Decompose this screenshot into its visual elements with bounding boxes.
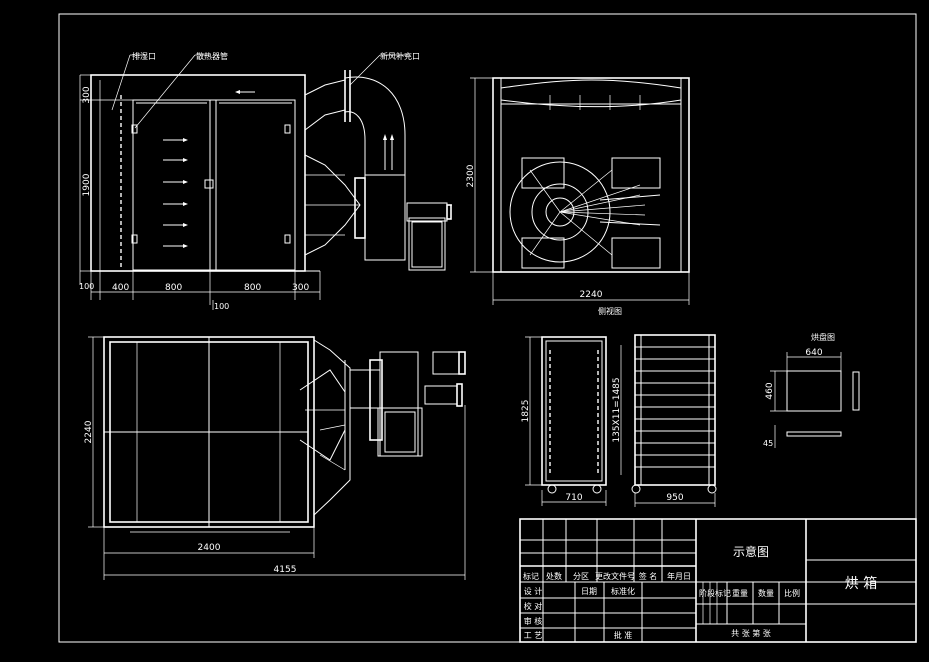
title-block — [519, 518, 917, 643]
dim-4155: 4155 — [274, 565, 297, 575]
tb-approve: 批 准 — [614, 630, 633, 640]
tray-view — [770, 352, 860, 448]
dim-2240-plan: 2240 — [84, 420, 94, 443]
fan-wheel — [509, 157, 661, 269]
tb-design: 设 计 — [524, 586, 543, 596]
dim-1900: 1900 — [82, 173, 92, 196]
tb-process: 工 艺 — [524, 631, 543, 640]
tb-check: 校 对 — [524, 601, 543, 611]
dim-400: 400 — [112, 283, 129, 293]
tray-plan — [786, 370, 842, 412]
dim-2400: 2400 — [198, 543, 221, 553]
tb-qty: 数量 — [758, 588, 774, 598]
dim-640: 640 — [805, 348, 822, 358]
door-frame — [132, 99, 296, 271]
cart-frame — [541, 336, 607, 486]
dim-950: 950 — [666, 493, 683, 503]
tb-standardize: 标准化 — [611, 586, 635, 596]
dim-100-bottom: 100 — [214, 302, 229, 311]
tb-stage-mark: 阶段标记 — [699, 588, 731, 598]
side-view-caption: 侧视图 — [598, 306, 622, 316]
tb-sign: 签 名 — [639, 571, 658, 581]
dim-1825: 1825 — [521, 400, 531, 423]
plan-view — [88, 336, 466, 580]
tb-change-doc: 更改文件号 — [595, 571, 635, 581]
tb-count: 处数 — [546, 571, 562, 581]
drawing-name: 示意图 — [733, 544, 769, 559]
tb-scale: 比例 — [784, 588, 800, 598]
dim-300-right: 300 — [292, 283, 309, 293]
label-heating-pipe: 散热器管 — [196, 51, 228, 61]
tb-date: 年月日 — [667, 571, 691, 581]
dim-2240-side: 2240 — [580, 290, 603, 300]
motor-base — [408, 217, 446, 271]
airflow-arrows — [163, 90, 255, 248]
dim-800-a: 800 — [165, 283, 182, 293]
plan-motor — [424, 385, 458, 405]
cabinet-outline — [90, 74, 306, 272]
front-view — [79, 54, 452, 310]
label-fresh-air-inlet: 新风补充口 — [380, 51, 420, 61]
tray-caption: 烘盘图 — [811, 332, 835, 342]
dim-300-top: 300 — [82, 86, 92, 103]
dim-460: 460 — [765, 382, 775, 399]
cart-view — [525, 334, 717, 507]
dim-2300: 2300 — [466, 164, 476, 187]
tb-review: 审 核 — [524, 616, 543, 626]
dim-100-left: 100 — [79, 282, 94, 291]
tb-mark: 标记 — [523, 571, 539, 581]
drawing-border — [58, 13, 917, 643]
side-view — [470, 77, 690, 305]
tb-sheets: 共 张 第 张 — [731, 628, 771, 638]
tb-zone: 分区 — [573, 572, 589, 581]
label-exhaust-port: 排湿口 — [132, 51, 156, 61]
dim-shelves: 135X11=1485 — [612, 377, 622, 442]
rack-shelves — [635, 346, 715, 468]
dim-710: 710 — [565, 493, 582, 503]
product-name: 烘 箱 — [845, 576, 877, 592]
fan-duct — [304, 70, 452, 271]
dim-45: 45 — [763, 439, 773, 448]
tray-section — [786, 431, 842, 437]
tb-weight: 重量 — [732, 588, 748, 598]
tb-date-2: 日期 — [581, 587, 597, 596]
rack-side — [634, 334, 716, 486]
dim-800-b: 800 — [244, 283, 261, 293]
